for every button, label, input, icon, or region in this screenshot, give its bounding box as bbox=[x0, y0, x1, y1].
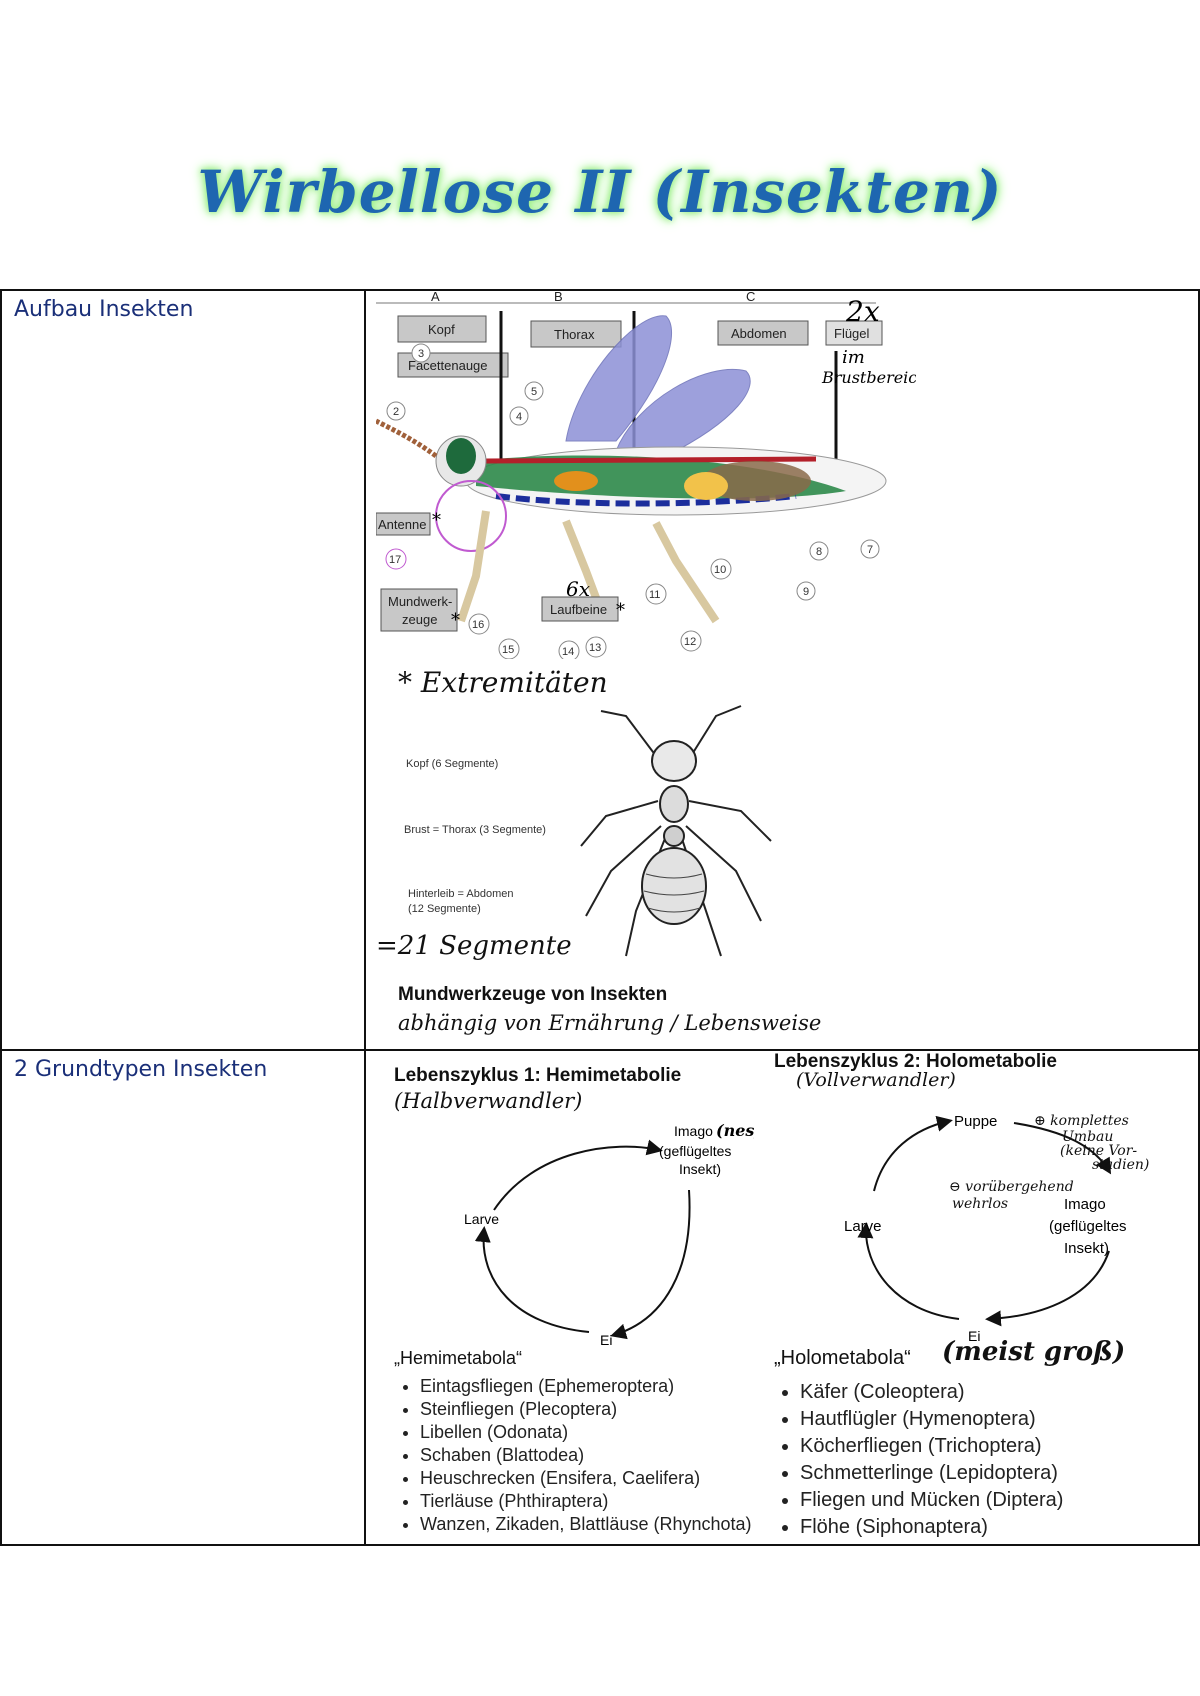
holo-plus-4: stadien) bbox=[1092, 1157, 1149, 1173]
holo-group-label: „Holometabola“ bbox=[774, 1347, 911, 1369]
num-5: 5 bbox=[531, 386, 537, 398]
num-12: 12 bbox=[684, 636, 696, 648]
list-item: Käfer (Coleoptera) bbox=[800, 1381, 1200, 1404]
holo-plus-3: (keine Vor- bbox=[1060, 1143, 1137, 1159]
list-item: Köcherfliegen (Trichoptera) bbox=[800, 1435, 1200, 1458]
list-item: Flöhe (Siphonaptera) bbox=[800, 1516, 1200, 1539]
extremitaeten-heading: * Extremitäten bbox=[398, 666, 608, 699]
num-16: 16 bbox=[472, 619, 484, 631]
antenne-label: Antenne bbox=[378, 517, 426, 532]
holo-larve: Larve bbox=[844, 1218, 882, 1235]
num-15: 15 bbox=[502, 644, 514, 656]
hemi-subtitle: (Halbverwandler) bbox=[394, 1089, 583, 1113]
ant-illustration bbox=[580, 705, 772, 957]
list-item: Tierläuse (Phthiraptera) bbox=[420, 1491, 780, 1512]
mundwerkzeuge-note: abhängig von Ernährung / Lebensweise bbox=[398, 1011, 822, 1035]
list-item: Wanzen, Zikaden, Blattläuse (Rhynchota) bbox=[420, 1514, 780, 1535]
row-content-cell: A B C Kopf Thorax Abdomen Flügel Facette… bbox=[364, 289, 1200, 1051]
holo-list: Käfer (Coleoptera) Hautflügler (Hymenopt… bbox=[774, 1377, 1200, 1543]
col-c-label: C bbox=[746, 291, 755, 304]
num-4: 4 bbox=[516, 411, 522, 423]
holo-cycle-diagram: Puppe Imago (geflügeltes Insekt) Larve E… bbox=[844, 1113, 1149, 1344]
holo-puppe: Puppe bbox=[954, 1113, 997, 1130]
holo-plus-2: Umbau bbox=[1062, 1129, 1113, 1145]
note-6x: 6x bbox=[566, 577, 590, 601]
laufbeine-label: Laufbeine bbox=[550, 602, 607, 617]
list-item: Schaben (Blattodea) bbox=[420, 1445, 780, 1466]
ant-kopf-label: Kopf (6 Segmente) bbox=[406, 758, 499, 770]
holo-minus-2: wehrlos bbox=[952, 1196, 1008, 1212]
num-14: 14 bbox=[562, 646, 574, 658]
row-content-cell: Lebenszyklus 1: Hemimetabolie (Halbverwa… bbox=[364, 1049, 1200, 1546]
facettenauge-label: Facettenauge bbox=[408, 358, 488, 373]
hemi-cycle-diagram: Imago (nes) (geflügeltes Insekt) Larve E… bbox=[464, 1121, 754, 1348]
num-10: 10 bbox=[714, 564, 726, 576]
num-2: 2 bbox=[393, 406, 399, 418]
list-item: Fliegen und Mücken (Diptera) bbox=[800, 1489, 1200, 1512]
page-title: Wirbellose II (Insekten) bbox=[197, 158, 1003, 226]
mundwerkzeuge-label-1: Mundwerk- bbox=[388, 594, 452, 609]
holo-imago: Imago bbox=[1064, 1196, 1106, 1213]
ant-brust-label: Brust = Thorax (3 Segmente) bbox=[404, 824, 546, 836]
thorax-label: Thorax bbox=[554, 327, 595, 342]
list-item: Heuschrecken (Ensifera, Caelifera) bbox=[420, 1468, 780, 1489]
num-17: 17 bbox=[389, 554, 401, 566]
insect-anatomy-diagram: A B C Kopf Thorax Abdomen Flügel Facette… bbox=[376, 291, 916, 659]
num-11: 11 bbox=[649, 589, 660, 601]
holo-ei: Ei bbox=[968, 1328, 980, 1344]
ant-total-segments: =21 Segmente bbox=[376, 931, 572, 961]
row-label: 2 Grundtypen Insekten bbox=[14, 1057, 268, 1082]
fluegel-label: Flügel bbox=[834, 326, 870, 341]
holo-title: Lebenszyklus 2: Holometabolie bbox=[774, 1051, 1057, 1072]
ant-hinterleib-segments: (12 Segmente) bbox=[408, 903, 481, 915]
num-9: 9 bbox=[803, 586, 809, 598]
row-label-cell: Aufbau Insekten bbox=[0, 289, 366, 1051]
hemi-title: Lebenszyklus 1: Hemimetabolie bbox=[394, 1065, 682, 1086]
row-label: Aufbau Insekten bbox=[14, 297, 194, 322]
holometabolie-panel: Lebenszyklus 2: Holometabolie (Vollverwa… bbox=[774, 1051, 1194, 1543]
num-13: 13 bbox=[589, 642, 601, 654]
list-item: Eintagsfliegen (Ephemeroptera) bbox=[420, 1376, 780, 1397]
hemi-imago-note: (nes) bbox=[716, 1121, 754, 1140]
content-table: Aufbau Insekten A B C Kopf Thorax Abdome… bbox=[0, 289, 1200, 1546]
hemi-imago: Imago bbox=[674, 1123, 713, 1139]
ant-section: * Extremitäten Kopf (6 Segmente) Brust =… bbox=[376, 666, 836, 1046]
hemimetabolie-panel: Lebenszyklus 1: Hemimetabolie (Halbverwa… bbox=[394, 1065, 754, 1543]
hemi-larve: Larve bbox=[464, 1211, 499, 1227]
holo-group-note: (meist groß) bbox=[942, 1337, 1126, 1367]
num-8: 8 bbox=[816, 546, 822, 558]
abdomen-label: Abdomen bbox=[731, 326, 787, 341]
mundwerkzeuge-label-2: zeuge bbox=[402, 612, 437, 627]
table-row: Aufbau Insekten A B C Kopf Thorax Abdome… bbox=[0, 289, 1200, 1051]
mundwerkzeuge-star: * bbox=[451, 610, 460, 631]
holo-minus-1: ⊖ vorübergehend bbox=[949, 1179, 1074, 1195]
note-2x: 2x bbox=[845, 295, 880, 328]
laufbeine-star: * bbox=[616, 600, 625, 621]
list-item: Schmetterlinge (Lepidoptera) bbox=[800, 1462, 1200, 1485]
num-7: 7 bbox=[867, 544, 873, 556]
row-label-cell: 2 Grundtypen Insekten bbox=[0, 1049, 366, 1546]
holo-subtitle: (Vollverwandler) bbox=[796, 1069, 956, 1091]
note-brustbereich: Brustbereich bbox=[821, 368, 916, 387]
list-item: Hautflügler (Hymenoptera) bbox=[800, 1408, 1200, 1431]
hemi-ei: Ei bbox=[600, 1332, 612, 1348]
col-a-label: A bbox=[431, 291, 440, 304]
table-row: 2 Grundtypen Insekten Lebenszyklus 1: He… bbox=[0, 1049, 1200, 1546]
col-b-label: B bbox=[554, 291, 563, 304]
hemi-group-label: „Hemimetabola“ bbox=[394, 1348, 523, 1368]
hemi-list: Eintagsfliegen (Ephemeroptera) Steinflie… bbox=[394, 1374, 780, 1537]
holo-imago-sub2: Insekt) bbox=[1064, 1240, 1109, 1257]
list-item: Steinfliegen (Plecoptera) bbox=[420, 1399, 780, 1420]
hemi-imago-sub2: Insekt) bbox=[679, 1161, 721, 1177]
hemi-imago-sub1: (geflügeltes bbox=[659, 1143, 731, 1159]
kopf-label: Kopf bbox=[428, 322, 455, 337]
mundwerkzeuge-title: Mundwerkzeuge von Insekten bbox=[398, 984, 668, 1005]
list-item: Libellen (Odonata) bbox=[420, 1422, 780, 1443]
num-3: 3 bbox=[418, 348, 424, 360]
holo-imago-sub1: (geflügeltes bbox=[1049, 1218, 1127, 1235]
ant-hinterleib-label: Hinterleib = Abdomen bbox=[408, 888, 514, 900]
holo-plus-1: ⊕ komplettes bbox=[1034, 1113, 1129, 1129]
antenne-star: * bbox=[432, 510, 441, 531]
note-im: im bbox=[842, 347, 865, 368]
